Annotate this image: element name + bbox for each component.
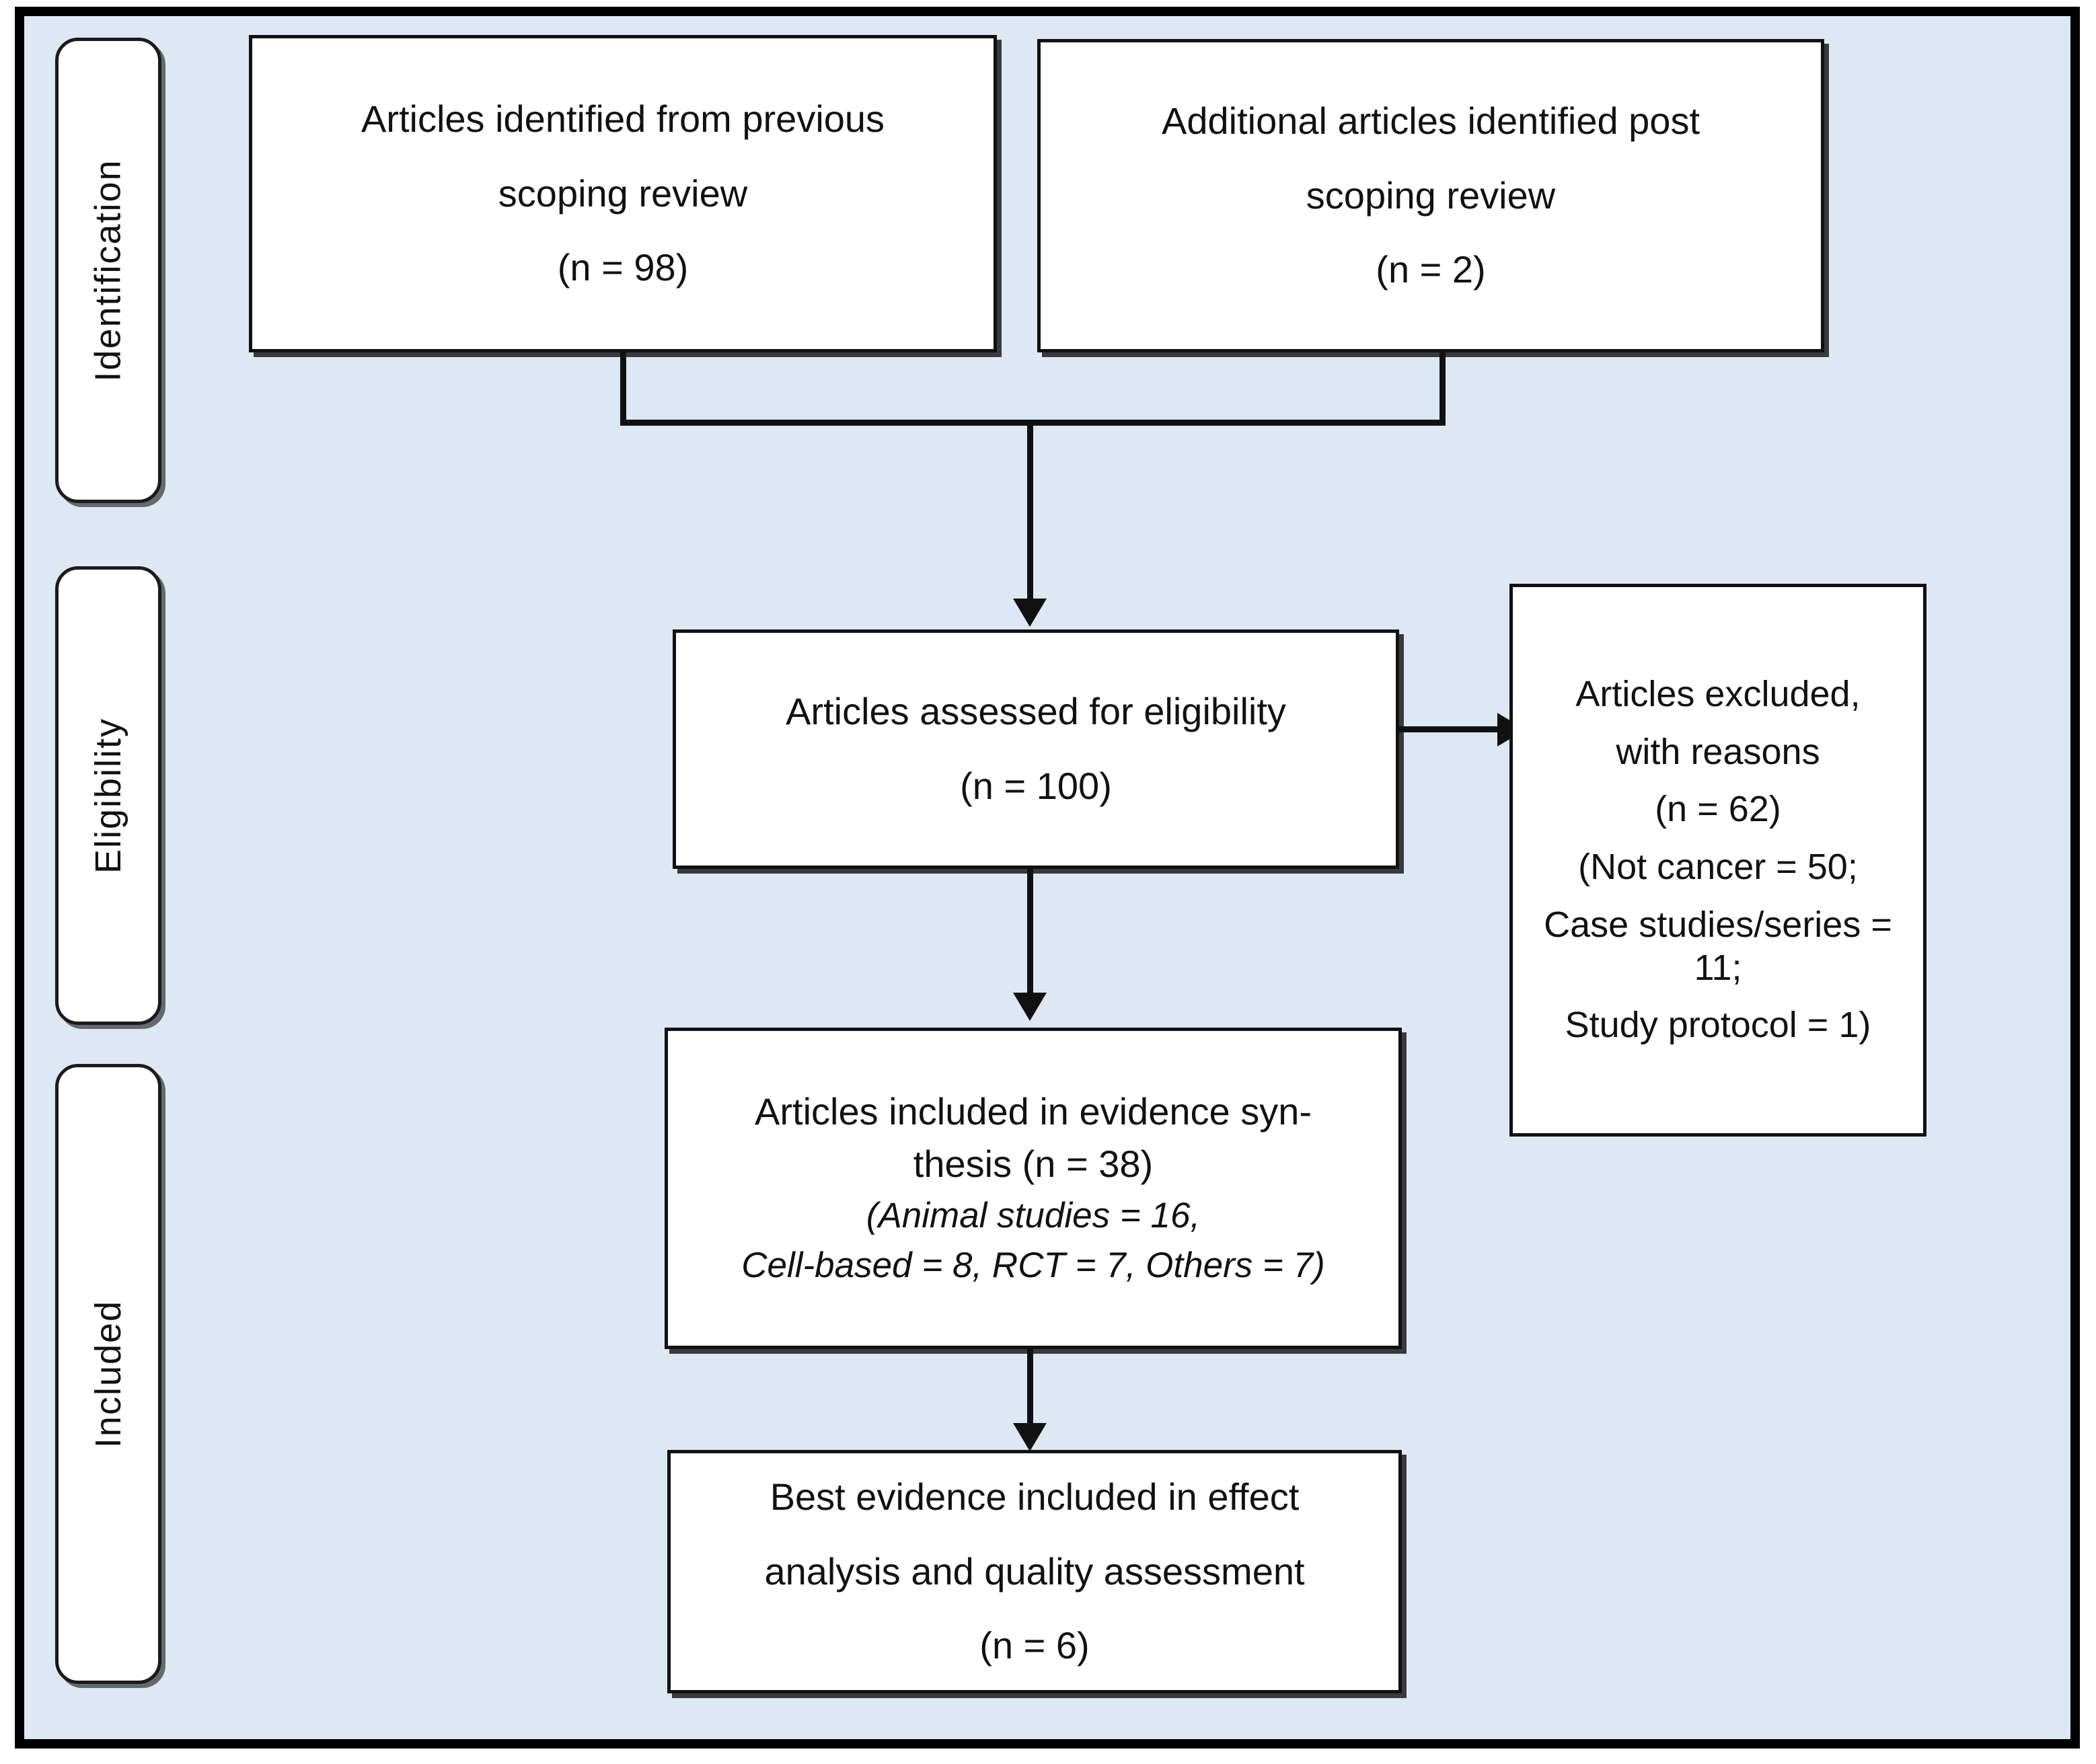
arrow-to-synthesis-box [1013,993,1047,1021]
stage-label-included: Included [55,1064,161,1684]
box-articles-post-scoping: Additional articles identified post scop… [1037,39,1824,352]
box-excluded-line-2: with reasons [1616,731,1820,772]
stage-label-included-text: Included [88,1299,129,1449]
box-best-evidence-line-2: analysis and quality assessment [764,1549,1305,1593]
connector-previous-scoping-down [620,352,626,425]
box-excluded-reason-case-studies: Case studies/series = 11; [1544,904,1892,988]
box-articles-included-evidence-synthesis: Articles included in evidence syn- thesi… [665,1028,1402,1349]
stage-label-eligibility-text: Eligibility [88,717,129,874]
connector-synthesis-to-best-evidence [1027,1349,1033,1443]
stage-label-identification: Identification [55,38,161,503]
box-post-scoping-line-2: scoping review [1306,174,1556,217]
box-excluded-count: (n = 62) [1655,789,1781,830]
box-articles-previous-scoping: Articles identified from previous scopin… [249,35,997,352]
box-previous-scoping-line-1: Articles identified from previous [361,97,885,140]
connector-eligibility-to-excluded [1399,726,1503,732]
arrow-to-best-evidence-box [1013,1423,1047,1451]
box-previous-scoping-count: (n = 98) [557,246,689,289]
box-synthesis-breakdown-line-2: Cell-based = 8, RCT = 7, Others = 7) [741,1245,1325,1286]
box-excluded-reason-study-protocol: Study protocol = 1) [1565,1005,1871,1046]
connector-eligibility-to-synthesis [1027,869,1033,997]
connector-merge-to-eligibility [1027,420,1033,603]
stage-label-eligibility: Eligibility [55,566,161,1025]
arrow-to-eligibility-box [1013,599,1047,627]
box-excluded-reason-not-cancer: (Not cancer = 50; [1578,847,1858,888]
box-post-scoping-count: (n = 2) [1376,248,1486,291]
box-articles-assessed-eligibility: Articles assessed for eligibility (n = 1… [673,629,1399,869]
box-best-evidence-effect-analysis: Best evidence included in effect analysi… [667,1450,1402,1693]
box-synthesis-breakdown-line-1: (Animal studies = 16, [866,1195,1201,1235]
box-best-evidence-line-1: Best evidence included in effect [770,1475,1300,1518]
connector-post-scoping-down [1439,352,1446,425]
box-synthesis-line-1: Articles included in evidence syn- [755,1090,1312,1133]
stage-label-identification-text: Identification [88,159,129,382]
box-assessed-eligibility-line-1: Articles assessed for eligibility [786,690,1286,733]
box-assessed-eligibility-count: (n = 100) [960,765,1112,807]
box-articles-excluded-with-reasons: Articles excluded, with reasons (n = 62)… [1509,584,1926,1137]
box-best-evidence-count: (n = 6) [979,1624,1090,1667]
box-previous-scoping-line-2: scoping review [498,171,748,215]
box-synthesis-line-2: thesis (n = 38) [913,1143,1154,1186]
diagram-frame: Identification Eligibility Included Arti… [15,7,2080,1749]
box-excluded-line-1: Articles excluded, [1575,673,1861,714]
box-post-scoping-line-1: Additional articles identified post [1161,99,1700,142]
